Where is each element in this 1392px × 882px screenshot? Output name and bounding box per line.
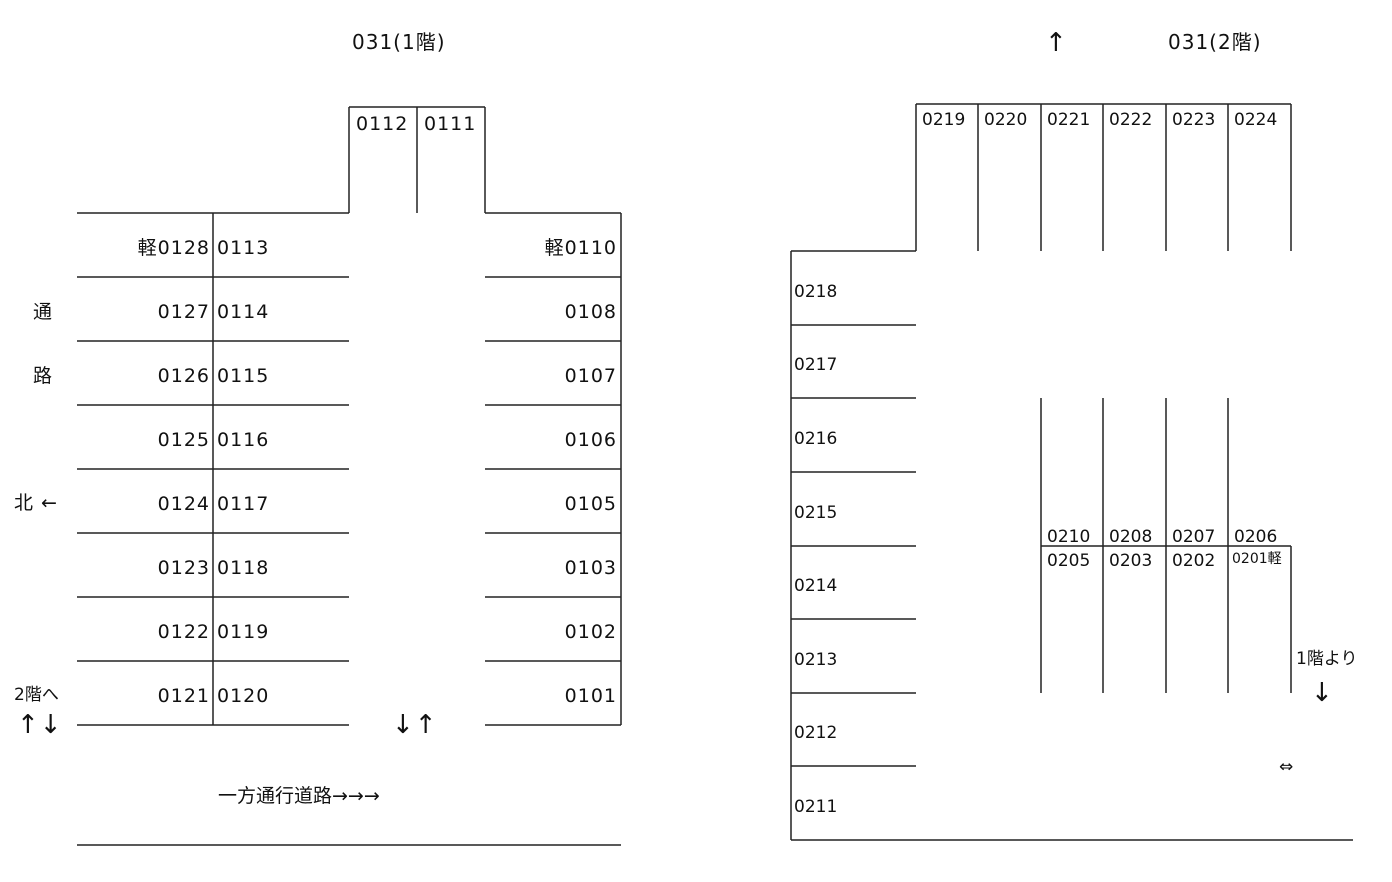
space-0113: 0113: [217, 237, 270, 259]
space-0126: 0126: [157, 365, 210, 387]
space-0219: 0219: [922, 110, 966, 130]
to-2f-label: 2階へ: [14, 685, 59, 705]
from-1f-label: 1階より: [1296, 649, 1358, 669]
one-way-road-label: 一方通行道路→→→: [218, 785, 380, 807]
space-0106: 0106: [564, 429, 617, 451]
space-0208: 0208: [1109, 527, 1153, 547]
space-0220: 0220: [984, 110, 1028, 130]
space-0224: 0224: [1234, 110, 1278, 130]
floor2-title: 031(2階): [1168, 30, 1262, 54]
space-0112: 0112: [356, 113, 409, 135]
passage-char-1: 通: [33, 301, 54, 323]
space-0221: 0221: [1047, 110, 1091, 130]
space-0216: 0216: [794, 429, 838, 449]
space-0102: 0102: [564, 621, 617, 643]
space-0122: 0122: [157, 621, 210, 643]
floor1-title: 031(1階): [352, 30, 446, 54]
space-0217: 0217: [794, 355, 838, 375]
down-arrow-icon: ↓: [1311, 678, 1334, 708]
space-0111: 0111: [424, 113, 477, 135]
passage-char-2: 路: [33, 365, 54, 387]
space-0205: 0205: [1047, 551, 1091, 571]
space-0202: 0202: [1172, 551, 1216, 571]
space-kei-0128: 軽0128: [137, 237, 210, 259]
space-0103: 0103: [564, 557, 617, 579]
space-0223: 0223: [1172, 110, 1216, 130]
space-0101: 0101: [564, 685, 617, 707]
to-2f-arrows: ↑↓: [17, 710, 63, 740]
space-0211: 0211: [794, 797, 838, 817]
space-0108: 0108: [564, 301, 617, 323]
space-0125: 0125: [157, 429, 210, 451]
up-arrow-icon: ↑: [1045, 28, 1068, 58]
space-0218: 0218: [794, 282, 838, 302]
space-0119: 0119: [217, 621, 270, 643]
space-kei-0110: 軽0110: [544, 237, 617, 259]
space-0115: 0115: [217, 365, 270, 387]
space-0206: 0206: [1234, 527, 1278, 547]
space-0120: 0120: [217, 685, 270, 707]
space-0127: 0127: [157, 301, 210, 323]
space-0207: 0207: [1172, 527, 1216, 547]
space-0117: 0117: [217, 493, 270, 515]
space-0116: 0116: [217, 429, 270, 451]
space-0114: 0114: [217, 301, 270, 323]
entrance-arrows: ↓↑: [392, 710, 438, 740]
space-0212: 0212: [794, 723, 838, 743]
space-0215: 0215: [794, 503, 838, 523]
space-0124: 0124: [157, 493, 210, 515]
space-0105: 0105: [564, 493, 617, 515]
space-0203: 0203: [1109, 551, 1153, 571]
space-0214: 0214: [794, 576, 838, 596]
space-0222: 0222: [1109, 110, 1153, 130]
space-0213: 0213: [794, 650, 838, 670]
space-0123: 0123: [157, 557, 210, 579]
two-way-arrow-icon: ⇔: [1279, 757, 1294, 777]
space-kei-0201: 0201軽: [1232, 551, 1282, 567]
space-0107: 0107: [564, 365, 617, 387]
space-0121: 0121: [157, 685, 210, 707]
space-0118: 0118: [217, 557, 270, 579]
space-0210: 0210: [1047, 527, 1091, 547]
north-indicator: 北 ←: [14, 492, 58, 514]
